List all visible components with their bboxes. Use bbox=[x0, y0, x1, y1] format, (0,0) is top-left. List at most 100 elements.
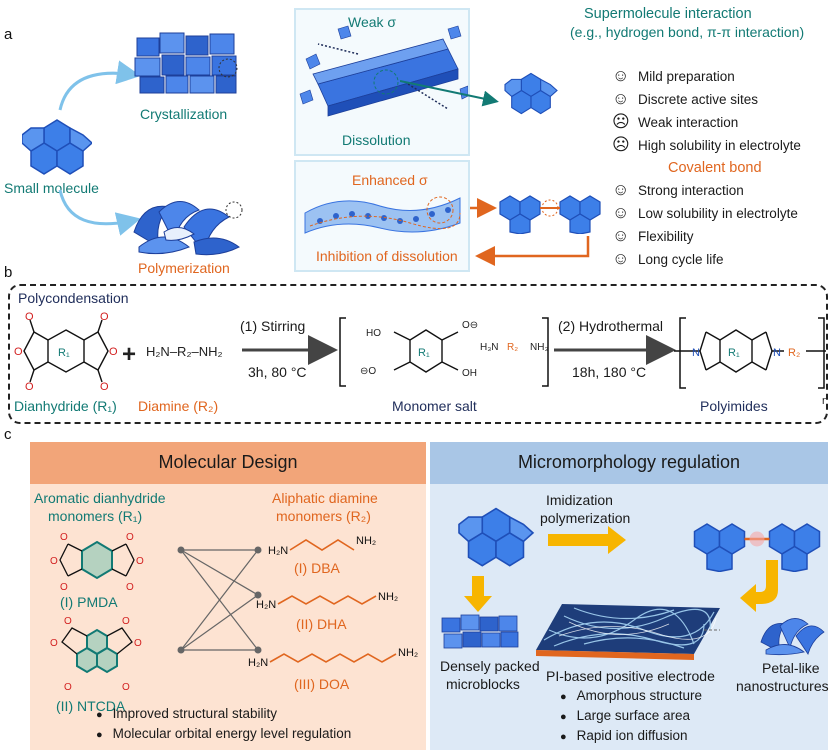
covalent-props-list: ☺ Strong interaction ☺ Low solubility in el… bbox=[612, 180, 798, 272]
super_props-text: Weak interaction bbox=[638, 115, 739, 130]
svg-text:+: + bbox=[122, 341, 136, 368]
aliphatic-label: Aliphatic diamine bbox=[272, 490, 378, 506]
small-molecule-label: Small molecule bbox=[4, 180, 99, 196]
super_props-text: Discrete active sites bbox=[638, 92, 759, 107]
svg-text:O: O bbox=[126, 532, 134, 543]
imidization-label: Imidization bbox=[546, 492, 613, 508]
right-bullet-2: Large surface area bbox=[560, 708, 690, 723]
polymerization-c-label: polymerization bbox=[540, 510, 631, 526]
super_props-item: ☹High solubility in electrolyte bbox=[612, 135, 801, 158]
super_props-item: ☹ Weak interaction bbox=[612, 112, 801, 135]
r2-label-salt: R₂ bbox=[507, 342, 518, 353]
dba-structure: H₂N NH₂ bbox=[268, 535, 376, 557]
svg-text:O: O bbox=[14, 346, 23, 358]
r1-label-dianhydride: R₁ bbox=[58, 347, 70, 359]
right-bullet-3: Rapid ion diffusion bbox=[560, 728, 688, 743]
doa-label: (III) DOA bbox=[294, 676, 350, 692]
micromorphology-header bbox=[430, 442, 828, 484]
svg-text:O: O bbox=[109, 346, 118, 358]
enhanced-sigma-label: Enhanced σ bbox=[352, 172, 428, 188]
weak-sigma-label: Weak σ bbox=[348, 14, 397, 30]
densely-label-2: microblocks bbox=[446, 676, 520, 692]
monomer-salt-label: Monomer salt bbox=[392, 398, 477, 414]
cond2-label: 18h, 180 °C bbox=[572, 364, 647, 380]
dissolution-label: Dissolution bbox=[342, 132, 411, 148]
svg-text:NH₂: NH₂ bbox=[398, 647, 418, 659]
left-bullet-1: Improved structural stability bbox=[96, 706, 277, 721]
micromorphology-title: Micromorphology regulation bbox=[517, 452, 741, 472]
aliphatic-label-2: monomers (R₂) bbox=[276, 508, 371, 524]
molecular-design-title: Molecular Design bbox=[158, 452, 298, 472]
frown-icon: ☹ bbox=[612, 112, 630, 131]
covalent_props-item: ☺ Low solubility in electrolyte bbox=[612, 203, 798, 226]
monomer-molecule-c-icon bbox=[458, 507, 535, 567]
svg-text:NH₂: NH₂ bbox=[378, 591, 398, 603]
svg-text:O: O bbox=[64, 682, 72, 693]
step1-label: (1) Stirring bbox=[240, 318, 306, 334]
dianhydride-label: Dianhydride (R₁) bbox=[14, 398, 117, 414]
svg-text:O: O bbox=[136, 556, 144, 567]
covalent_props-item: ☺ Long cycle life bbox=[612, 249, 798, 272]
svg-text:O: O bbox=[122, 682, 130, 693]
smile-icon: ☺ bbox=[612, 203, 630, 222]
dha-label: (II) DHA bbox=[296, 616, 347, 632]
molecular-design-panel bbox=[30, 442, 426, 750]
svg-text:O: O bbox=[50, 556, 58, 567]
orange-arrows bbox=[470, 198, 590, 266]
covalent_props-item: ☺ Flexibility bbox=[612, 226, 798, 249]
svg-text:NH₃: NH₃ bbox=[530, 342, 549, 353]
svg-text:O: O bbox=[126, 582, 134, 593]
svg-text:O: O bbox=[25, 381, 34, 393]
covalent_props-text: Long cycle life bbox=[638, 252, 724, 267]
supermolecule-title: Supermolecule interaction bbox=[584, 6, 752, 22]
svg-text:HO: HO bbox=[366, 328, 381, 339]
svg-text:O⊖: O⊖ bbox=[462, 320, 478, 331]
covalent_props-text: Flexibility bbox=[638, 229, 694, 244]
smile-icon: ☺ bbox=[612, 226, 630, 245]
dissolution-stack-image bbox=[299, 25, 468, 117]
crystal-microblocks-image bbox=[134, 32, 238, 94]
dba-label: (I) DBA bbox=[294, 560, 340, 576]
combination-lines bbox=[177, 546, 262, 654]
svg-text:O: O bbox=[100, 381, 109, 393]
inhibition-label: Inhibition of dissolution bbox=[316, 248, 458, 264]
r1-label-salt: R₁ bbox=[418, 347, 430, 359]
polymer-chain-image bbox=[304, 196, 461, 234]
panel-b-letter: b bbox=[4, 264, 13, 281]
densely-label-1: Densely packed bbox=[440, 658, 540, 674]
branch-arrows bbox=[58, 60, 141, 236]
panel-c-letter: c bbox=[4, 426, 12, 443]
svg-text:O: O bbox=[60, 532, 68, 543]
polymer-petals-image bbox=[133, 201, 243, 256]
svg-text:H₂N: H₂N bbox=[256, 599, 276, 611]
polyimides-label: Polyimides bbox=[700, 398, 768, 414]
monomer-molecule-icon bbox=[504, 72, 558, 115]
covalent_props-text: Strong interaction bbox=[638, 183, 744, 198]
doa-structure: H₂N NH₂ bbox=[248, 647, 418, 669]
covalent_props-text: Low solubility in electrolyte bbox=[638, 206, 798, 221]
diamine-formula: H₂N–R₂–NH₂ bbox=[146, 344, 223, 359]
pi-chain-icon bbox=[693, 523, 821, 572]
supermolecule-subtitle: (e.g., hydrogen bond, π-π interaction) bbox=[570, 24, 805, 40]
microblocks-image bbox=[441, 614, 519, 649]
svg-text:NH₂: NH₂ bbox=[356, 535, 376, 547]
svg-text:H₂N: H₂N bbox=[268, 545, 288, 557]
repeat-n: n bbox=[822, 395, 826, 407]
svg-text:O: O bbox=[50, 638, 58, 649]
cond1-label: 3h, 80 °C bbox=[248, 364, 307, 380]
molecular-design-header bbox=[30, 442, 426, 484]
pi-electrode-image bbox=[536, 604, 720, 660]
right-bullet-1: Amorphous structure bbox=[560, 688, 702, 703]
smile-icon: ☺ bbox=[612, 89, 630, 108]
svg-text:O: O bbox=[100, 311, 109, 323]
svg-text:O: O bbox=[64, 616, 72, 627]
aromatic-label-2: monomers (R₁) bbox=[48, 508, 143, 524]
aromatic-label: Aromatic dianhydride bbox=[34, 490, 166, 506]
svg-text:N: N bbox=[773, 347, 781, 359]
smile-icon: ☺ bbox=[612, 249, 630, 268]
super-props-list: ☺Mild preparation☺Discrete active sites☹… bbox=[612, 66, 801, 158]
r2-label-polyimide: R₂ bbox=[788, 347, 800, 359]
